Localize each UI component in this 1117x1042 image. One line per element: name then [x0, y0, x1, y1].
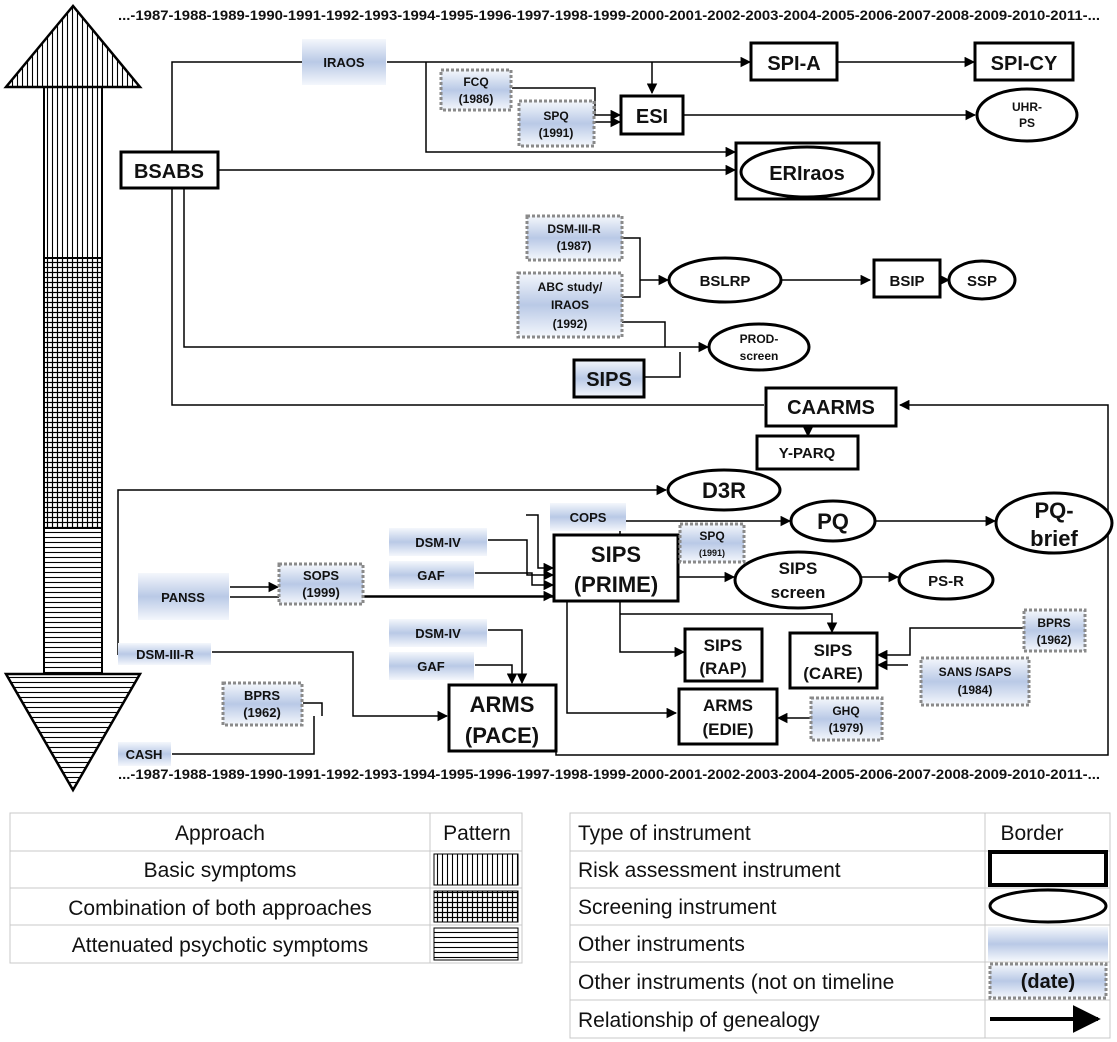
bsabs-label: BSABS [134, 161, 204, 183]
legend-ellipse-swatch [988, 888, 1108, 924]
pq-label: PQ [817, 509, 849, 534]
approach-arrow [3, 4, 143, 793]
spq-top-label: SPQ [543, 109, 568, 123]
other-instrument-boxes [118, 39, 626, 766]
caarms-label: CAARMS [787, 397, 875, 419]
uhr-ps-label-1: UHR- [1012, 100, 1042, 114]
node-labels: IRAOS SPI-A SPI-CY FCQ (1986) SPQ (1991)… [126, 53, 1079, 762]
bprs-right-label: BPRS [1037, 616, 1070, 630]
legend-border-header: Border [1000, 822, 1063, 845]
cash-label: CASH [126, 747, 163, 762]
pq-brief-label-2: brief [1030, 526, 1078, 551]
uhr-ps-label-2: PS [1019, 116, 1035, 130]
dsm4-b-label: DSM-IV [415, 626, 461, 641]
sips-screen-label-2: screen [771, 583, 826, 602]
legend-instrument-header: Type of instrument [578, 822, 751, 845]
timeline-top: ...-1987-1988-1989-1990-1991-1992-1993-1… [118, 8, 1100, 23]
pattern-grid-swatch [433, 890, 519, 923]
gaf-b-label: GAF [417, 659, 445, 674]
legend-other: Other instruments [578, 933, 745, 956]
screening-ellipses [666, 87, 1114, 610]
esi-label: ESI [636, 106, 668, 128]
bprs-right-year: (1962) [1037, 633, 1072, 647]
panss-label: PANSS [161, 590, 205, 605]
dsm4-a-label: DSM-IV [415, 535, 461, 550]
spi-cy-label: SPI-CY [991, 53, 1058, 75]
legend-instrument: Type of instrument Border Risk assessmen… [569, 812, 1111, 1039]
spq-mid-year: (1991) [699, 548, 725, 558]
sips-prime-label-1: SIPS [591, 542, 641, 567]
spq-top-year: (1991) [539, 126, 574, 140]
spi-a-label: SPI-A [767, 53, 820, 75]
legend-other-not-timeline: Other instruments (not on timeline [578, 971, 894, 994]
sips-rap-label-2: (RAP) [699, 659, 746, 678]
pq-brief-label-1: PQ- [1034, 498, 1073, 523]
legend-gradient-swatch [988, 927, 1108, 961]
sips-label: SIPS [586, 369, 632, 391]
sans-saps-label: SANS /SAPS [939, 665, 1012, 679]
legend-date-sample: (date) [1021, 971, 1075, 993]
spq-mid-label: SPQ [699, 529, 724, 543]
ghq-label: GHQ [832, 704, 859, 718]
arms-pace-label-2: (PACE) [465, 723, 539, 748]
prod-screen-label-2: screen [740, 349, 779, 363]
fcq-label: FCQ [463, 75, 488, 89]
sops-label: SOPS [303, 568, 339, 583]
eriraos-label: ERIraos [769, 163, 845, 185]
timeline-bottom: ...-1987-1988-1989-1990-1991-1992-1993-1… [118, 767, 1100, 782]
legend-genealogy: Relationship of genealogy [578, 1009, 820, 1032]
pattern-horizontal-swatch [433, 927, 519, 961]
bprs-left-label: BPRS [244, 688, 280, 703]
legend-basic-symptoms: Basic symptoms [144, 859, 297, 882]
ghq-year: (1979) [829, 721, 864, 735]
sips-care-label-2: (CARE) [803, 664, 863, 683]
sans-saps-year: (1984) [958, 683, 993, 697]
arms-edie-label-1: ARMS [703, 696, 753, 715]
legend-approach: Approach Pattern Basic symptoms Combinat… [9, 812, 523, 964]
dsm3r-top-label: DSM-III-R [547, 222, 601, 236]
legend-approach-header: Approach [175, 822, 265, 845]
legend-screening: Screening instrument [578, 896, 777, 919]
legend-pattern-header: Pattern [443, 822, 511, 845]
sops-year: (1999) [302, 585, 340, 600]
abc-study-label-2: IRAOS [551, 298, 589, 312]
ssp-label: SSP [967, 273, 997, 290]
pattern-vertical-swatch [433, 853, 519, 886]
bslrp-label: BSLRP [700, 273, 751, 290]
sips-care-label-1: SIPS [814, 641, 853, 660]
genealogy-connectors [117, 56, 1109, 756]
iraos-label: IRAOS [323, 55, 365, 70]
off-timeline-boxes [221, 68, 1087, 742]
sips-prime-label-2: (PRIME) [574, 572, 658, 597]
d3r-label: D3R [702, 478, 746, 503]
arms-pace-label-1: ARMS [470, 692, 535, 717]
gaf-a-label: GAF [417, 568, 445, 583]
bprs-left-year: (1962) [243, 705, 281, 720]
dsm3r-top-year: (1987) [557, 239, 592, 253]
dsm3r-low-label: DSM-III-R [136, 647, 194, 662]
ps-r-label: PS-R [928, 573, 964, 590]
legend-thick-box-swatch [988, 850, 1108, 887]
prod-screen-label-1: PROD- [740, 332, 779, 346]
bsip-label: BSIP [889, 273, 924, 290]
abc-study-label-1: ABC study/ [538, 280, 603, 294]
cops-label: COPS [570, 510, 607, 525]
abc-study-year: (1992) [553, 317, 588, 331]
fcq-year: (1986) [459, 92, 494, 106]
sips-screen-label-1: SIPS [779, 559, 818, 578]
arms-edie-label-2: (EDIE) [703, 720, 754, 739]
legend-risk-assessment: Risk assessment instrument [578, 859, 841, 882]
sips-rap-label-1: SIPS [704, 636, 743, 655]
legend-dashed-swatch [988, 962, 1108, 1000]
legend-attenuated: Attenuated psychotic symptoms [72, 934, 368, 957]
legend-combination: Combination of both approaches [68, 897, 372, 920]
yparq-label: Y-PARQ [779, 445, 836, 462]
